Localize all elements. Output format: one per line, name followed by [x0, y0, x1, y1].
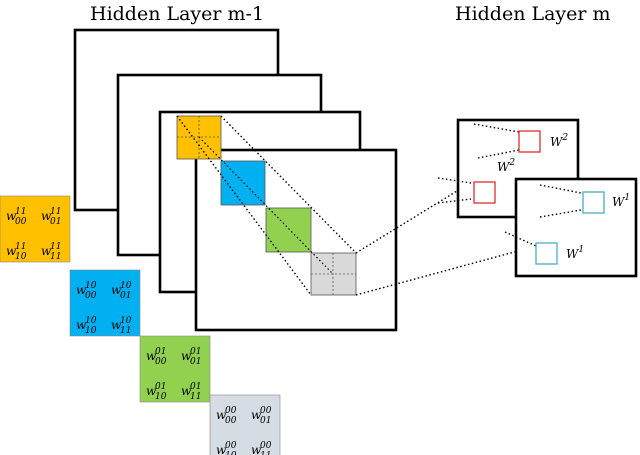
weight-subscript: 11	[120, 326, 131, 336]
weight-superscript: 10	[85, 281, 97, 291]
weight-subscript: 10	[225, 451, 237, 455]
weight-subscript: 10	[155, 392, 167, 402]
bottom-map-input-line-2	[539, 209, 582, 218]
weight-subscript: 01	[190, 357, 201, 367]
weight-subscript: 11	[260, 451, 271, 455]
weight-superscript: 01	[155, 347, 166, 357]
weight-superscript: 10	[85, 316, 97, 326]
label-w1-top: W1	[612, 193, 630, 209]
weight-superscript: 01	[155, 382, 166, 392]
weight-superscript: 00	[260, 441, 272, 451]
weight-subscript: 00	[85, 291, 97, 301]
weight-base: w	[251, 408, 262, 422]
weight-subscript: 01	[50, 217, 61, 227]
weight-base: w	[181, 384, 192, 398]
output-unit-w2-inner	[473, 181, 496, 204]
receptive-cell-green	[265, 207, 312, 253]
weight-base: w	[111, 318, 122, 332]
weight-superscript: 11	[50, 207, 61, 217]
weight-superscript: 00	[225, 406, 237, 416]
weight-base: w	[41, 244, 52, 258]
weight-superscript: 01	[190, 382, 201, 392]
output-unit-w2-top	[518, 130, 541, 153]
dotted-band-left-edge	[176, 115, 312, 296]
kernel-block-bg-11	[0, 195, 71, 263]
top-map-inner-line-2	[437, 198, 472, 204]
weight-superscript: 10	[120, 281, 132, 291]
weight-base: w	[6, 209, 17, 223]
weight-superscript: 11	[50, 242, 61, 252]
weight-subscript: 00	[155, 357, 167, 367]
weight-superscript: 10	[120, 316, 132, 326]
weight-subscript: 01	[260, 416, 271, 426]
weight-base: w	[216, 408, 227, 422]
bottom-map-input-line-1	[539, 184, 582, 194]
kernel-block-bg-00	[209, 394, 281, 455]
weight-base: w	[76, 318, 87, 332]
kernel-weight-00-10: w0010	[216, 441, 237, 455]
weight-base: w	[6, 244, 17, 258]
bottom-map-inner-line	[504, 231, 537, 247]
weight-base: w	[111, 283, 122, 297]
output-unit-w1-top	[582, 191, 605, 214]
weight-subscript: 00	[15, 217, 27, 227]
weight-base: w	[251, 443, 262, 455]
label-w2-inner: W2	[497, 158, 515, 174]
output-unit-w1-inner	[535, 242, 558, 265]
weight-subscript: 11	[190, 392, 201, 402]
weight-superscript: 11	[15, 242, 26, 252]
kernel-block-bg-01	[139, 335, 211, 403]
title-hidden-layer-m: Hidden Layer m	[455, 3, 611, 25]
kernel-block-00: w0000w0001w0010w0011	[209, 394, 281, 455]
label-w1-inner: W1	[566, 245, 584, 261]
weight-base: w	[146, 349, 157, 363]
weight-subscript: 01	[120, 291, 131, 301]
top-map-input-line-2	[477, 149, 520, 159]
weight-superscript: 11	[15, 207, 26, 217]
title-hidden-layer-m-1: Hidden Layer m-1	[90, 3, 264, 25]
weight-subscript: 10	[15, 252, 27, 262]
weight-base: w	[216, 443, 227, 455]
layer-m-map-bottom	[514, 177, 638, 278]
weight-superscript: 01	[190, 347, 201, 357]
weight-base: w	[146, 384, 157, 398]
weight-base: w	[41, 209, 52, 223]
weight-superscript: 00	[225, 441, 237, 451]
weight-base: w	[76, 283, 87, 297]
weight-subscript: 11	[50, 252, 61, 262]
weight-base: w	[181, 349, 192, 363]
receptive-cell-gray	[310, 252, 357, 296]
weight-subscript: 10	[85, 326, 97, 336]
kernel-block-bg-10	[69, 269, 141, 337]
dotted-band-right-edge	[220, 115, 357, 254]
top-map-inner-line-1	[437, 177, 472, 184]
weight-subscript: 00	[225, 416, 237, 426]
kernel-weight-00-11: w0011	[251, 441, 272, 455]
label-w2-top: W2	[550, 133, 568, 149]
weight-superscript: 00	[260, 406, 272, 416]
